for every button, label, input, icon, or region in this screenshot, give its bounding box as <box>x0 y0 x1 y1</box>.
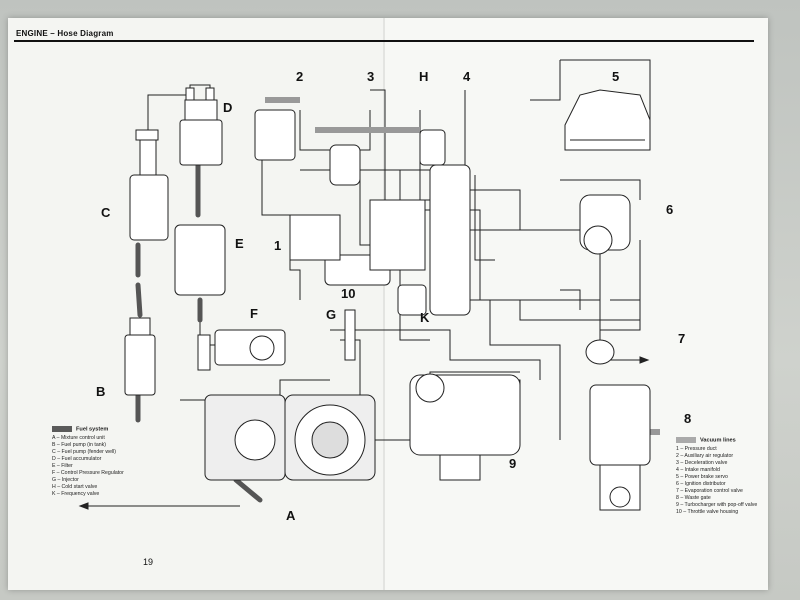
callout-8: 8 <box>684 411 691 426</box>
throttle-valve-housing-10-left <box>234 419 276 461</box>
vacuum-arrow-7 <box>639 356 650 364</box>
cold-start-valve-h <box>419 129 446 166</box>
airflow-plate-inner <box>311 421 349 459</box>
hose-mixture-out <box>233 477 263 503</box>
legend-item: 3 – Deceleration valve <box>676 460 728 467</box>
legend-item: 7 – Evaporation control valve <box>676 488 743 495</box>
vacuum-lines-legend: Vacuum lines 1 – Pressure duct 2 – Auxil… <box>676 437 786 516</box>
vacuum-lines-legend-title: Vacuum lines <box>700 437 736 444</box>
waste-gate-8 <box>589 384 651 466</box>
frequency-valve-k <box>397 284 427 316</box>
callout-C: C <box>101 205 111 220</box>
legend-item: K – Frequency valve <box>52 491 100 498</box>
callout-3: 3 <box>367 69 374 84</box>
fuel-pump-c-top <box>139 139 157 176</box>
legend-item: 2 – Auxiliary air regulator <box>676 453 734 460</box>
legend-item: 1 – Pressure duct <box>676 446 717 453</box>
turbocharger-9-inlet <box>415 373 445 403</box>
fuel-pump-c-cap <box>135 129 159 141</box>
evaporation-control-valve-7 <box>585 339 615 365</box>
fuel-pump-b-top <box>129 317 151 336</box>
legend-item: 4 – Intake manifold <box>676 467 720 474</box>
center-block <box>369 199 426 271</box>
fuel-system-legend: Fuel system A – Mixture control unit B –… <box>52 426 182 498</box>
callout-4: 4 <box>463 69 471 84</box>
fuel-line-swatch <box>52 426 72 432</box>
vacuum-lines-legend-header: Vacuum lines <box>676 437 786 444</box>
legend-item: A – Mixture control unit <box>52 435 105 442</box>
callout-B: B <box>96 384 105 399</box>
fuel-filter-e <box>174 224 226 296</box>
callout-2: 2 <box>296 69 303 84</box>
power-brake-servo-5 <box>564 89 651 151</box>
pressure-regulator-f-fitting <box>197 334 211 371</box>
legend-item: E – Filter <box>52 463 73 470</box>
pressure-duct-1 <box>289 214 341 261</box>
line-network-24 <box>600 299 641 331</box>
legend-item: B – Fuel pump (in tank) <box>52 442 106 449</box>
legend-item: 5 – Power brake servo <box>676 474 728 481</box>
turbocharger-9-outlet <box>439 454 481 481</box>
aux-air-regulator-2 <box>254 109 296 161</box>
callout-9: 9 <box>509 456 516 471</box>
fuel-accumulator-d-top <box>184 99 218 121</box>
callout-10: 10 <box>341 286 355 301</box>
line-network-26 <box>560 289 581 310</box>
legend-item: 10 – Throttle valve housing <box>676 509 739 516</box>
legend-item: F – Control Pressure Regulator <box>52 470 124 477</box>
line-network-15 <box>560 179 641 200</box>
legend-item: 6 – Ignition distributor <box>676 481 726 488</box>
page-title: ENGINE – Hose Diagram <box>16 29 114 38</box>
line-network-7 <box>330 329 541 380</box>
legend-item: G – Injector <box>52 477 79 484</box>
line-network-6 <box>519 240 641 321</box>
vacuum-line-swatch <box>676 437 696 443</box>
callout-7: 7 <box>678 331 685 346</box>
fuel-return-arrow <box>78 502 89 510</box>
legend-item: C – Fuel pump (fender well) <box>52 449 117 456</box>
callout-6: 6 <box>666 202 673 217</box>
injector-g <box>344 309 356 361</box>
line-network-25 <box>474 175 495 261</box>
legend-item: 8 – Waste gate <box>676 495 711 502</box>
deceleration-valve-3 <box>329 144 361 186</box>
callout-D: D <box>223 100 232 115</box>
fuel-pump-b-body <box>124 334 156 396</box>
fuel-accumulator-d-body <box>179 119 223 166</box>
fuel-accumulator-d-fitting-1 <box>185 87 195 101</box>
fuel-accumulator-d-fitting-2 <box>205 87 215 101</box>
page-fold <box>383 18 385 590</box>
line-network-16 <box>489 300 561 440</box>
callout-K: K <box>420 310 430 325</box>
callout-H: H <box>419 69 428 84</box>
header-rule <box>14 40 754 42</box>
legend-item: H – Cold start valve <box>52 484 98 491</box>
fuel-system-legend-title: Fuel system <box>76 426 109 433</box>
legend-item: D – Fuel accumulator <box>52 456 102 463</box>
callout-5: 5 <box>612 69 619 84</box>
pressure-regulator-f-dial <box>249 335 275 361</box>
waste-gate-8-port <box>609 486 631 508</box>
callout-1: 1 <box>274 238 281 253</box>
callout-E: E <box>235 236 244 251</box>
intake-manifold-4 <box>429 164 471 316</box>
line-network-13 <box>530 60 561 101</box>
callout-A: A <box>286 508 296 523</box>
callout-F: F <box>250 306 258 321</box>
page-number: 19 <box>143 557 154 567</box>
hose-c-b-2 <box>135 282 143 318</box>
distributor-cap <box>583 225 613 255</box>
callout-G: G <box>326 307 336 322</box>
fuel-system-legend-header: Fuel system <box>52 426 182 433</box>
fuel-pump-c-body <box>129 174 169 241</box>
legend-item: 9 – Turbocharger with pop-off valve <box>676 502 758 509</box>
